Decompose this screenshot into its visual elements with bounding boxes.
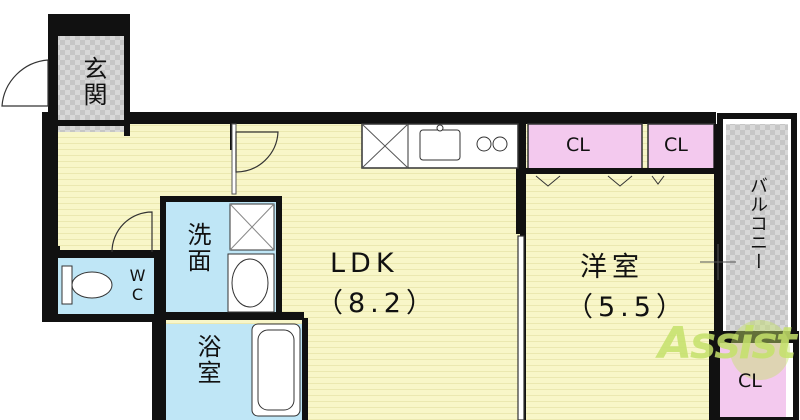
closet-3-label: CL [738, 370, 762, 392]
entrance-floor [58, 36, 124, 132]
watermark-logo-mark [730, 320, 790, 380]
balcony-floor [726, 124, 788, 338]
western-room-label: 洋室 [580, 252, 644, 283]
watermark-logo: Assist [658, 318, 797, 369]
closet-3 [716, 340, 786, 420]
ldk-label: LDK [330, 248, 399, 279]
bathtub [251, 323, 301, 417]
bathroom-label: 浴室 [193, 334, 221, 386]
closet-2-label: CL [664, 134, 688, 156]
balcony-label: バルコニー [747, 176, 768, 271]
closet-2 [647, 123, 715, 173]
entrance-label: 玄関 [79, 56, 107, 108]
closet-1 [527, 123, 643, 173]
ldk-size: （8.2） [316, 288, 438, 319]
entrance-door-swing [1, 59, 49, 107]
closet-1-label: CL [566, 134, 590, 156]
wc-label: WC [128, 266, 147, 304]
toilet [71, 271, 113, 299]
western-room-size: （5.5） [566, 292, 688, 323]
washroom-label: 洗面 [183, 222, 211, 274]
